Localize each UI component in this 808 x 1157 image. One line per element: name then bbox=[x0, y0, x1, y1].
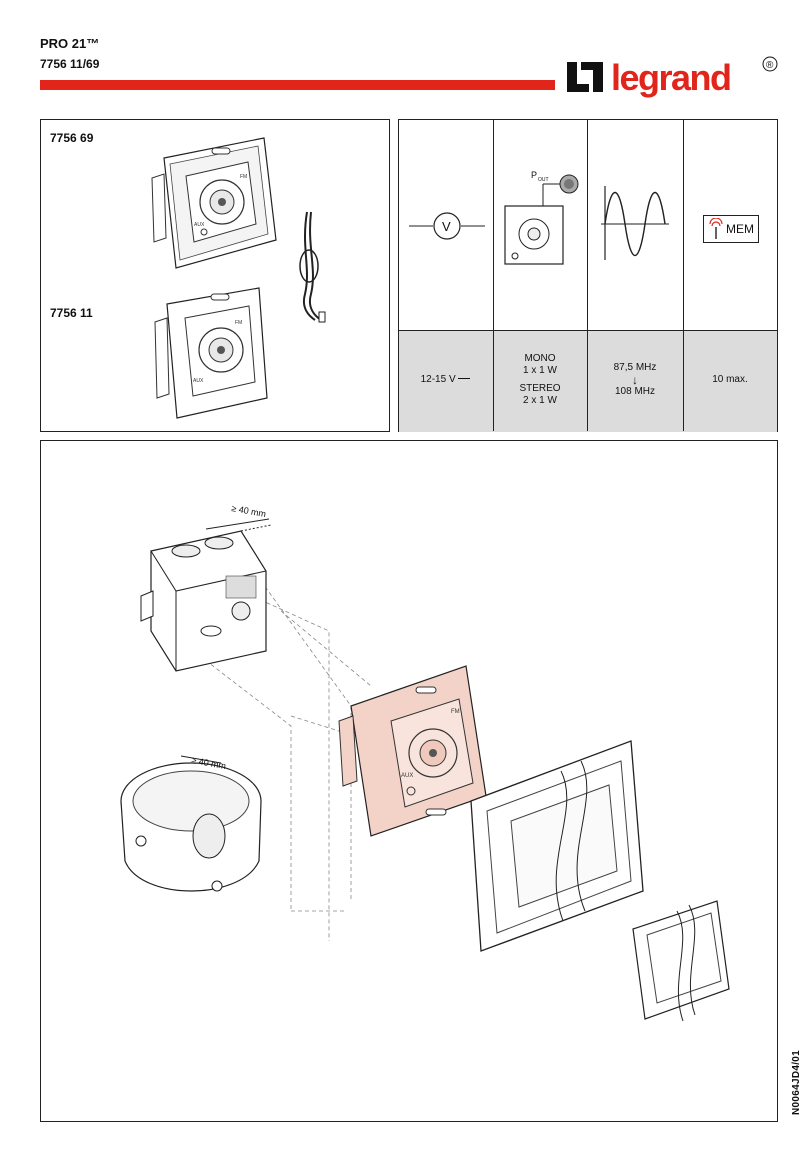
memory-icon-label: MEM bbox=[726, 222, 754, 236]
spec-frequency: 87,5 MHz ↓ 108 MHz bbox=[587, 329, 683, 431]
memory-icon: MEM bbox=[703, 215, 759, 243]
power-output-icon: P OUT bbox=[504, 170, 579, 265]
voltage-icon: V bbox=[409, 212, 485, 240]
product-reference: 7756 11/69 bbox=[40, 57, 100, 71]
square-box-dimension: ≥ 40 mm bbox=[231, 503, 267, 519]
stereo-title: STEREO bbox=[519, 383, 561, 394]
model-label-first: 7756 69 bbox=[50, 131, 94, 145]
svg-text:FM: FM bbox=[240, 174, 247, 180]
round-box-icon bbox=[120, 755, 262, 892]
brand-name: legrand bbox=[611, 57, 731, 98]
voltage-value: 12-15 V bbox=[420, 374, 456, 385]
power-icon-p: P bbox=[531, 170, 537, 180]
memory-value: 10 max. bbox=[712, 374, 748, 385]
square-box-icon bbox=[140, 518, 272, 672]
antenna-cable bbox=[299, 211, 326, 323]
specs-shaded-row bbox=[399, 330, 777, 432]
power-icon-out: OUT bbox=[538, 177, 549, 183]
legrand-logo: legrand ® bbox=[567, 56, 778, 98]
spec-memory: 10 max. bbox=[683, 329, 777, 431]
stereo-value: 2 x 1 W bbox=[523, 395, 557, 406]
svg-text:AUX: AUX bbox=[194, 222, 205, 228]
legrand-symbol-icon bbox=[567, 62, 603, 92]
module-aux-label: AUX bbox=[401, 773, 413, 779]
document-code: N0064JD4/01 bbox=[791, 1050, 802, 1116]
specs-panel: V P OUT MEM bbox=[398, 119, 778, 432]
model-label-second: 7756 11 bbox=[50, 306, 93, 320]
module-fm-label: FM bbox=[451, 709, 460, 715]
models-panel: 7756 69 7756 11 FM AUX FM AUX bbox=[40, 119, 390, 432]
freq-arrow-icon: ↓ bbox=[632, 373, 638, 387]
svg-text:AUX: AUX bbox=[193, 378, 204, 384]
device-illustration-first: FM AUX bbox=[151, 137, 277, 269]
mono-title: MONO bbox=[524, 353, 556, 364]
mono-value: 1 x 1 W bbox=[523, 365, 557, 376]
device-illustration-second: FM AUX bbox=[154, 287, 268, 419]
voltage-icon-label: V bbox=[442, 219, 451, 234]
header-red-bar bbox=[40, 80, 555, 90]
installation-diagram: ≥ 40 mm ≥ 40 mm FM AUX bbox=[120, 503, 730, 1022]
spec-output: MONO 1 x 1 W STEREO 2 x 1 W bbox=[493, 329, 587, 431]
svg-text:FM: FM bbox=[235, 320, 242, 326]
small-frame-icon bbox=[632, 900, 730, 1022]
frequency-wave-icon bbox=[601, 186, 669, 260]
cover-plate-icon bbox=[470, 740, 644, 952]
radio-module-icon: FM AUX bbox=[338, 665, 487, 837]
spec-voltage: 12-15 V bbox=[399, 329, 492, 431]
freq-high: 108 MHz bbox=[614, 386, 655, 397]
freq-low: 87,5 MHz bbox=[613, 362, 657, 373]
product-title: PRO 21™ bbox=[40, 36, 100, 51]
dc-symbol-icon bbox=[458, 378, 471, 379]
installation-panel: ≥ 40 mm ≥ 40 mm FM AUX bbox=[40, 440, 778, 1122]
antenna-icon bbox=[709, 218, 723, 239]
registered-mark: ® bbox=[766, 60, 774, 71]
